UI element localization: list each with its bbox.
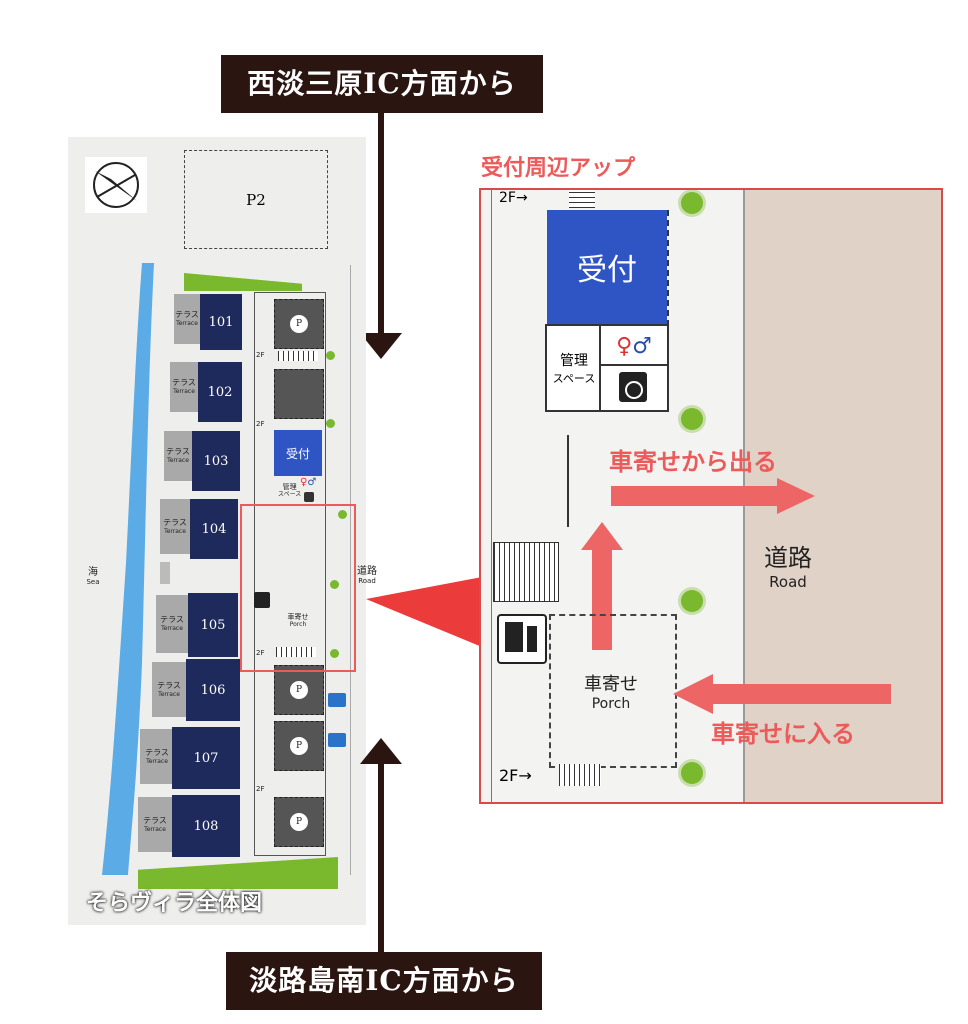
building-outline [491, 190, 492, 802]
stairs [559, 764, 601, 786]
unit-108[interactable]: 108 [172, 795, 240, 857]
parking-space-1: P [274, 299, 324, 349]
ev-charger-icon [328, 693, 346, 707]
stairs [278, 351, 318, 361]
tree-dot [681, 590, 703, 612]
exit-porch-label: 車寄せから出る [609, 447, 777, 476]
parking-space-5: P [274, 797, 324, 847]
dashed-boundary [667, 210, 669, 406]
parking-marker: P [290, 737, 308, 755]
unit-104[interactable]: 104 [190, 499, 238, 559]
zoom-callout-wedge [366, 577, 482, 647]
top-arrow-shaft [378, 113, 384, 335]
tree-dot [681, 762, 703, 784]
zoom-highlight-box [240, 504, 356, 672]
washing-machine-icon [304, 492, 314, 502]
parking-marker: P [290, 681, 308, 699]
vending-machine-icon [254, 592, 270, 608]
parking-column-outline [254, 292, 326, 856]
unit-102[interactable]: 102 [198, 362, 242, 422]
restroom-icon: ♀♂ [599, 324, 669, 368]
second-floor-label: 2F [256, 785, 265, 793]
enter-arrow-icon [673, 674, 891, 714]
washing-machine-icon [599, 364, 669, 412]
second-floor-label-bottom: 2F→ [499, 766, 532, 785]
reception-mini[interactable]: 受付 [274, 430, 322, 476]
unit-101[interactable]: 101 [200, 294, 242, 350]
porch-label: 車寄せ Porch [584, 674, 638, 712]
sea-coastline [102, 263, 154, 875]
unit-107[interactable]: 107 [172, 727, 240, 789]
porch-area [549, 614, 677, 768]
management-space-mini: 管理スペース [278, 483, 302, 498]
road-edge-line [350, 265, 351, 875]
map-caption: そらヴィラ全体図 [86, 890, 263, 916]
stairs [493, 542, 559, 602]
second-floor-label: 2F [256, 420, 265, 428]
management-space: 管理 スペース [545, 324, 603, 412]
tree-dot [326, 419, 335, 428]
tree-dot [681, 408, 703, 430]
ev-charger-icon [328, 733, 346, 747]
up-direction-arrow-icon [360, 738, 402, 764]
parking-space-3: P [274, 665, 324, 715]
parking-space-4: P [274, 721, 324, 771]
green-strip-top [184, 273, 302, 291]
down-arrow-icon [360, 333, 402, 359]
enter-porch-label: 車寄せに入る [711, 719, 855, 748]
second-floor-label: 2F [256, 649, 265, 657]
restroom-icon: ♀♂ [300, 477, 317, 488]
stairs [569, 190, 595, 208]
wall-line [567, 435, 569, 527]
tree-dot [330, 580, 339, 589]
reception-zoom-panel: 道路 Road 2F→ 受付 管理 スペース ♀♂ 車寄せから出る 車寄せ [479, 188, 943, 804]
exit-arrow-icon [611, 478, 815, 514]
sea-label: 海 Sea [86, 567, 100, 586]
road-label-zoom: 道路 Road [764, 544, 812, 591]
parking-marker: P [290, 813, 308, 831]
reception-block[interactable]: 受付 [547, 210, 667, 324]
vending-machine-icon [497, 614, 547, 664]
road-label: 道路 Road [357, 566, 377, 585]
bottom-arrow-shaft [378, 762, 384, 958]
parking-space-2 [274, 369, 324, 419]
second-floor-label: 2F [256, 351, 265, 359]
parking-marker: P [290, 315, 308, 333]
tree-dot [338, 510, 347, 519]
parking-p2: P2 [184, 150, 328, 249]
tree-dot [326, 351, 335, 360]
tree-dot [681, 192, 703, 214]
second-floor-label-top: 2F→ [499, 190, 528, 206]
tree-dot [330, 649, 339, 658]
bottom-direction-banner: 淡路島南IC方面から [226, 952, 542, 1010]
unit-105[interactable]: 105 [188, 593, 238, 657]
zoom-title: 受付周辺アップ [481, 155, 636, 181]
top-direction-banner: 西淡三原IC方面から [221, 55, 543, 113]
up-arrow-icon [581, 522, 623, 650]
unit-103[interactable]: 103 [192, 431, 240, 491]
unit-106[interactable]: 106 [186, 659, 240, 721]
stairs [276, 647, 316, 657]
walkway [160, 562, 170, 584]
compass-icon [85, 157, 147, 213]
